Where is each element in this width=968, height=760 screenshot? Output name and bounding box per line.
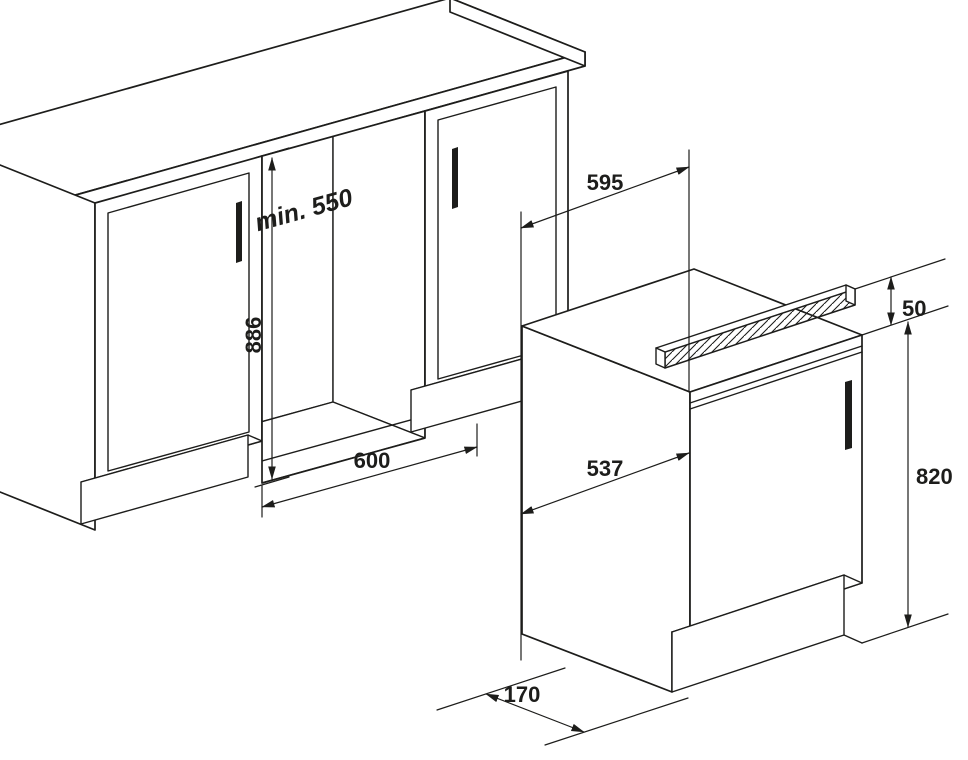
dimension-label-820: 820 (916, 464, 953, 489)
left-cabinet-plinth (80, 434, 249, 525)
dishwasher-door-handle (845, 380, 852, 450)
dimension-label-537: 537 (587, 456, 624, 481)
left-cabinet-door-handle (236, 201, 242, 263)
dimension-886: 886 (241, 147, 290, 488)
dimension-ext-50-top (854, 258, 946, 290)
dimension-ext-50-bottom (861, 305, 949, 336)
niche-opening-outline (261, 110, 426, 484)
dimension-line-595 (520, 166, 690, 229)
trim-strip-left-cap (655, 347, 666, 369)
dimension-170: 170 (436, 667, 689, 746)
trim-strip-right-cap (845, 284, 856, 306)
dimension-537: 537 (520, 452, 690, 515)
dimension-ext-820-bottom (861, 613, 949, 644)
dimension-ext-170-right (544, 697, 689, 746)
dishwasher (521, 268, 863, 693)
dimension-label-595: 595 (587, 170, 624, 195)
dishwasher-floor-edge (843, 634, 863, 644)
dimension-label-600: 600 (354, 448, 391, 473)
dimension-595: 595 (520, 166, 690, 229)
left-cabinet-side-panel (0, 164, 96, 531)
worktop-trim-strip (655, 284, 856, 369)
left-cabinet (0, 155, 263, 531)
dishwasher-door-top-gap-2 (689, 351, 863, 410)
dimension-line-600 (261, 446, 478, 508)
dimension-label-170: 170 (504, 682, 541, 707)
dimension-50: 50 (854, 258, 949, 336)
dimension-label-886: 886 (241, 317, 266, 354)
right-cabinet-door-handle (452, 147, 458, 209)
dimension-label-50: 50 (902, 296, 926, 321)
dimension-line-170 (485, 693, 585, 733)
countertop (0, 0, 586, 229)
left-cabinet-door (107, 172, 250, 472)
dimension-600: 600 (261, 423, 478, 518)
countertop-right-end (449, 0, 586, 67)
dimension-ext-170-left (436, 667, 566, 711)
dimension-820: 820 (861, 321, 953, 644)
appliance-niche: min. 550 (252, 110, 426, 484)
dimension-line-537 (520, 452, 690, 515)
dishwasher-door-top-gap-1 (689, 345, 863, 404)
dimension-tick-886-top (254, 147, 290, 159)
